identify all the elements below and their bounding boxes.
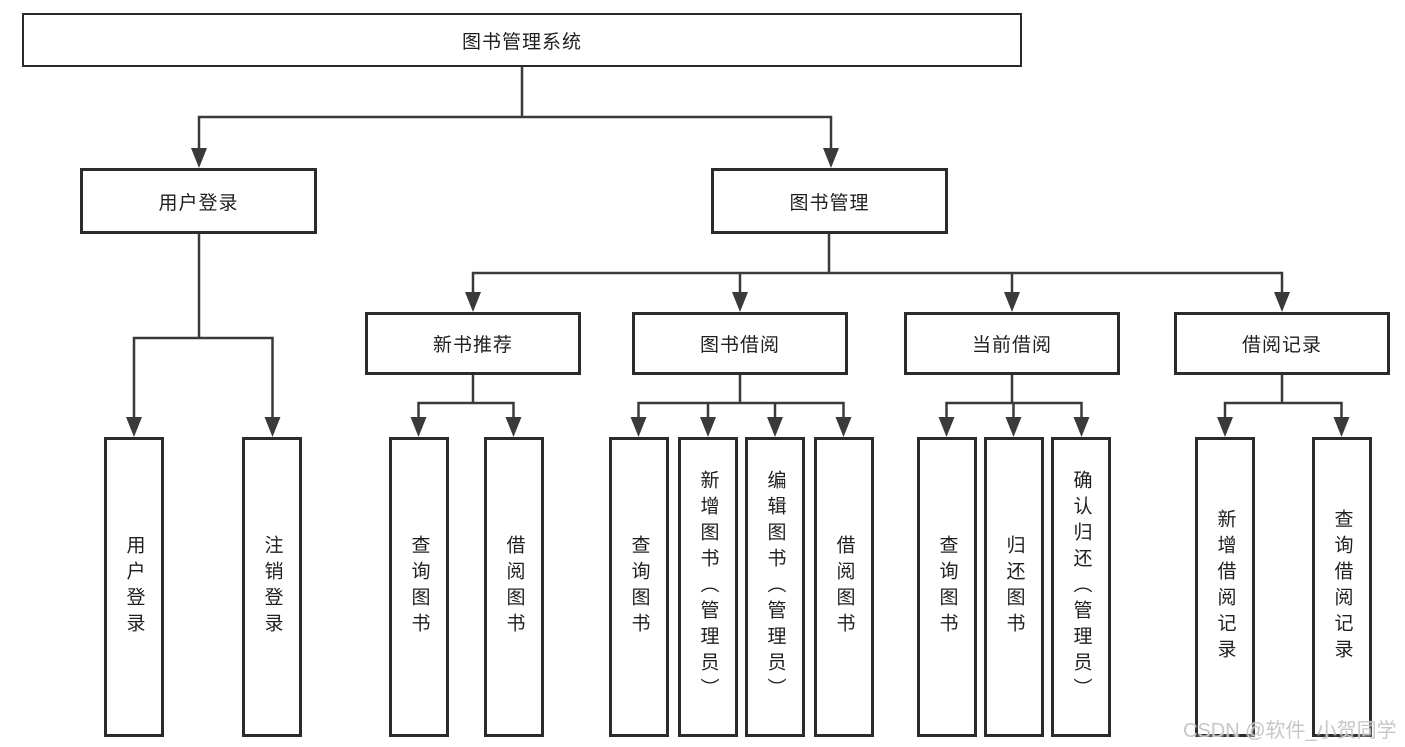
leaf-query-books-current: 查询图书 [917,437,977,737]
connector-new-book-recommendation-to-leaves [410,373,522,437]
leaf-edit-book-admin: 编辑图书（管理员） [745,437,805,737]
node-user-login: 用户登录 [80,168,317,234]
connector-book-management-to-level3 [465,232,1290,312]
leaf-user-login-label: 用户登录 [123,535,145,639]
leaf-add-book-admin: 新增图书（管理员） [678,437,738,737]
leaf-confirm-return-admin: 确认归还（管理员） [1051,437,1111,737]
leaf-query-borrow-record-label: 查询借阅记录 [1331,509,1353,665]
connector-borrowing-records-to-leaves [1217,372,1350,437]
connector-user-login-to-leaves [126,232,281,437]
leaf-query-books-recommend-label: 查询图书 [408,535,430,639]
leaf-add-book-admin-label: 新增图书（管理员） [697,470,719,704]
leaf-logout-label: 注销登录 [261,535,283,639]
leaf-query-borrow-record: 查询借阅记录 [1312,437,1372,737]
node-book-management: 图书管理 [711,168,948,234]
node-book-management-label: 图书管理 [789,192,870,214]
connector-book-borrowing-to-leaves [630,373,852,437]
leaf-query-books-borrowing: 查询图书 [609,437,669,737]
leaf-borrow-books-borrowing-label: 借阅图书 [833,535,855,639]
node-new-book-recommendation: 新书推荐 [365,312,581,375]
leaf-query-books-current-label: 查询图书 [936,535,958,639]
node-book-borrowing: 图书借阅 [632,312,848,375]
leaf-logout: 注销登录 [242,437,302,737]
node-library-system: 图书管理系统 [22,13,1022,67]
leaf-add-borrow-record: 新增借阅记录 [1195,437,1255,737]
node-book-borrowing-label: 图书借阅 [699,335,780,356]
node-library-system-label: 图书管理系统 [461,31,582,53]
leaf-user-login: 用户登录 [104,437,164,737]
node-user-login-label: 用户登录 [158,192,239,214]
leaf-borrow-books-recommend: 借阅图书 [484,437,544,737]
leaf-add-borrow-record-label: 新增借阅记录 [1214,509,1236,665]
node-current-borrowing: 当前借阅 [904,312,1120,375]
leaf-return-book: 归还图书 [984,437,1044,737]
connector-current-borrowing-to-leaves [938,373,1090,437]
node-borrowing-records-label: 借阅记录 [1241,335,1322,356]
watermark: CSDN @软件_小贺同学 [1183,720,1397,742]
leaf-query-books-recommend: 查询图书 [389,437,449,737]
connector-root-to-level2 [191,65,839,168]
node-current-borrowing-label: 当前借阅 [971,335,1052,356]
node-borrowing-records: 借阅记录 [1174,312,1390,375]
leaf-edit-book-admin-label: 编辑图书（管理员） [764,470,786,704]
node-new-book-recommendation-label: 新书推荐 [432,335,513,356]
leaf-borrow-books-recommend-label: 借阅图书 [503,535,525,639]
leaf-query-books-borrowing-label: 查询图书 [628,535,650,639]
leaf-borrow-books-borrowing: 借阅图书 [814,437,874,737]
leaf-return-book-label: 归还图书 [1003,535,1025,639]
leaf-confirm-return-admin-label: 确认归还（管理员） [1070,470,1092,704]
